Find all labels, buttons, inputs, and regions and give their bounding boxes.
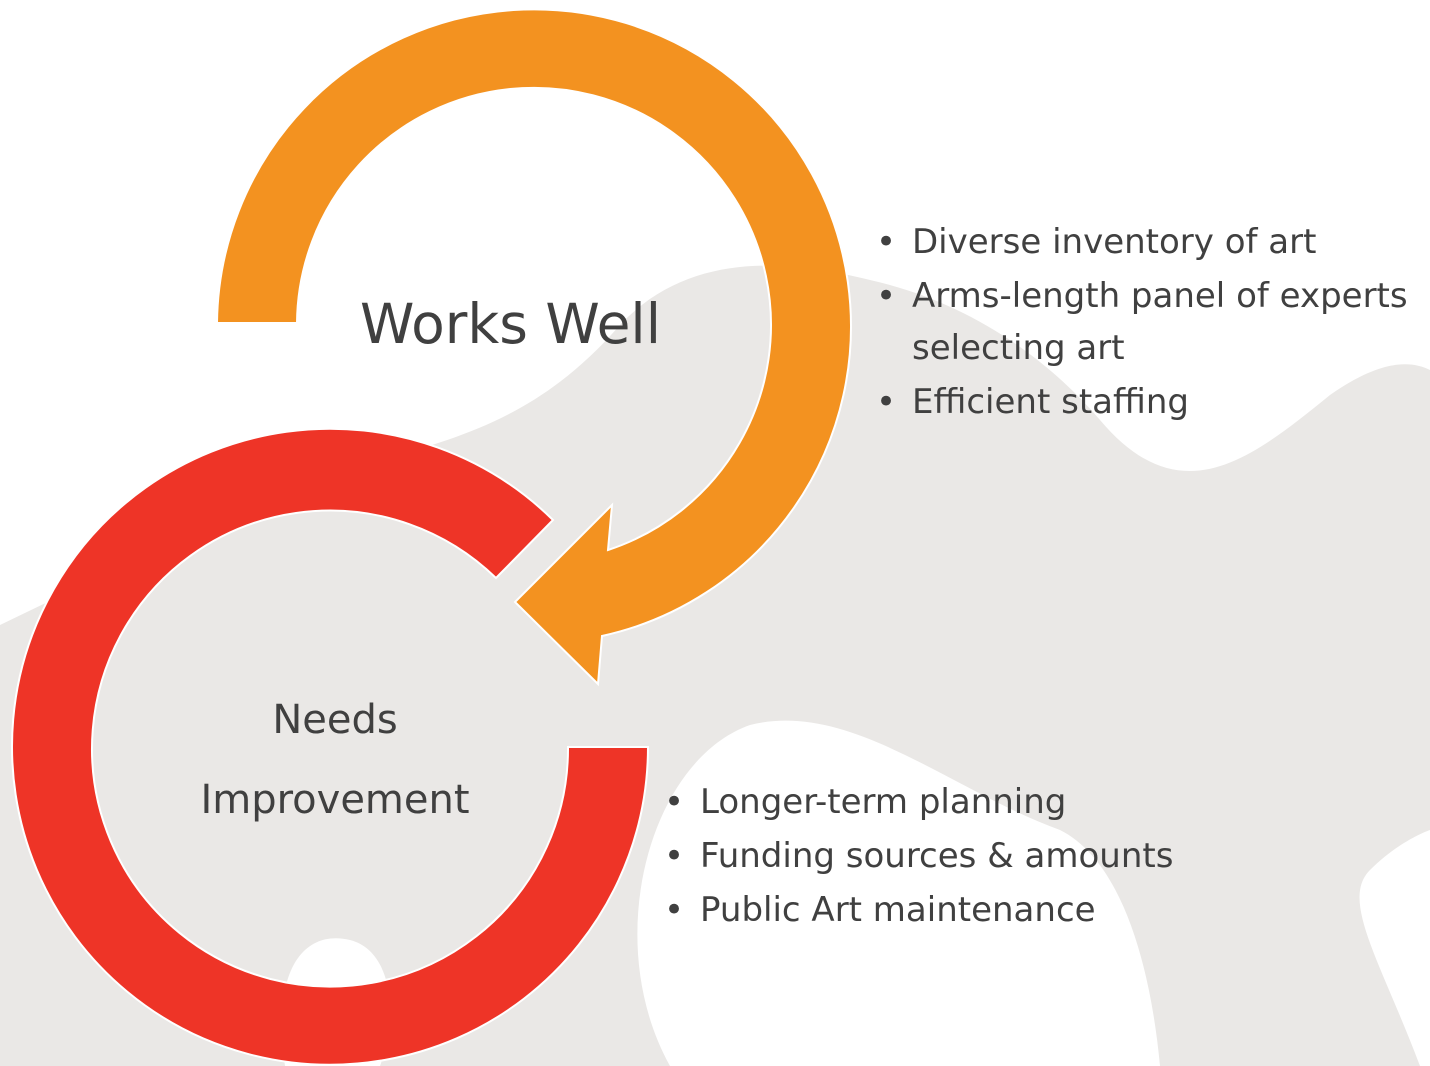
needs-improvement-list: Longer-term planning Funding sources & a…: [660, 776, 1220, 938]
needs-improvement-ring: [11, 427, 650, 1066]
works-well-item: Efficient staffing: [872, 376, 1428, 428]
works-well-list: Diverse inventory of art Arms-length pan…: [872, 216, 1428, 430]
needs-improvement-item: Longer-term planning: [660, 776, 1220, 828]
background-blob-right: [1359, 830, 1430, 1066]
needs-improvement-item: Public Art maintenance: [660, 884, 1220, 936]
works-well-arrow: [215, 8, 852, 687]
works-well-label: Works Well: [360, 292, 661, 356]
needs-improvement-item: Funding sources & amounts: [660, 830, 1220, 882]
needs-improvement-label: Needs Improvement: [200, 697, 470, 823]
works-well-item: Diverse inventory of art: [872, 216, 1428, 268]
works-well-item: Arms-length panel of experts selecting a…: [872, 270, 1428, 374]
